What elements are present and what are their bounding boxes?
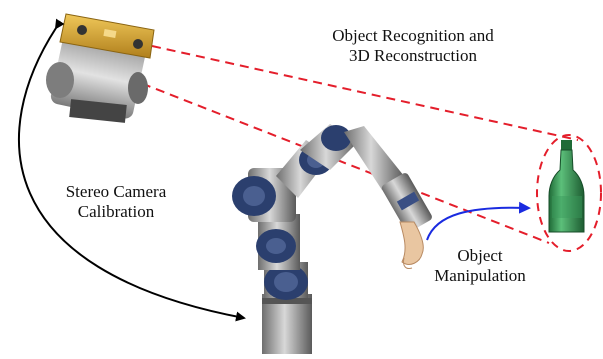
manipulation-label: Object Manipulation [405,246,555,286]
target-ellipse [536,134,602,252]
calibration-arrow [17,18,246,322]
recognition-label-line2: 3D Reconstruction [349,46,477,65]
calibration-label-line2: Calibration [77,202,155,221]
manipulation-arrow [426,201,531,241]
stereo-camera-icon [46,13,155,123]
calibration-label: Stereo Camera Calibration [46,182,186,222]
manipulation-label-line1: Object [457,246,503,265]
manipulation-label-line2: Manipulation [434,266,526,285]
robot-arm-icon [232,124,432,354]
recognition-label-line1: Object Recognition and [332,26,494,45]
recognition-label: Object Recognition and 3D Reconstruction [298,26,528,66]
bottle-icon [548,140,585,233]
view-line-upper [151,45,579,141]
calibration-label-line1: Stereo Camera [65,182,167,201]
